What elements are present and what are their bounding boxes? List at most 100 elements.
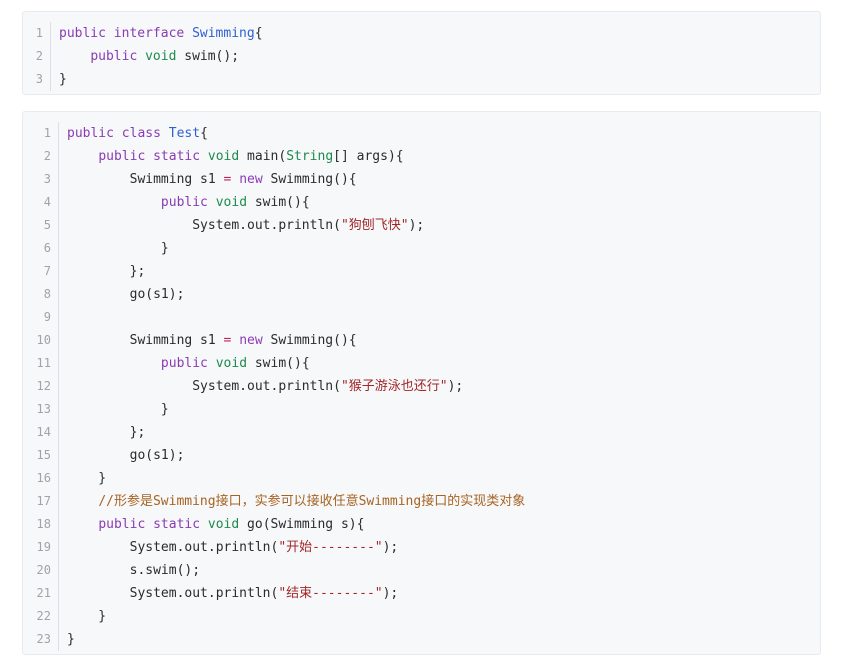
line-number: 16 [23, 467, 59, 490]
code-line: 12 System.out.println("猴子游泳也还行"); [23, 375, 820, 398]
line-number: 20 [23, 559, 59, 582]
code-line: 6 } [23, 237, 820, 260]
line-number: 10 [23, 329, 59, 352]
code-token: } [67, 632, 75, 647]
code-text: public void swim(){ [59, 352, 310, 375]
code-line: 3 Swimming s1 = new Swimming(){ [23, 168, 820, 191]
code-token: "开始--------" [278, 540, 383, 555]
code-token: static [153, 517, 201, 532]
code-text: go(s1); [59, 283, 185, 306]
code-token: Swimming(){ [262, 333, 357, 348]
code-text: } [59, 467, 106, 490]
code-token [184, 26, 192, 41]
code-token: String [286, 149, 334, 164]
code-token: } [67, 241, 169, 256]
code-token: main( [239, 149, 287, 164]
code-line: 8 go(s1); [23, 283, 820, 306]
code-token [67, 356, 161, 371]
code-token: ); [408, 218, 425, 233]
code-token: } [67, 609, 107, 624]
code-token [200, 149, 208, 164]
code-text: } [59, 628, 75, 651]
code-token [200, 517, 208, 532]
code-token: ); [382, 540, 399, 555]
code-token [145, 517, 153, 532]
code-token: }; [67, 264, 146, 279]
line-number: 7 [23, 260, 59, 283]
code-text: } [59, 605, 106, 628]
code-token: public [160, 356, 208, 371]
code-text: } [59, 398, 169, 421]
code-token: public [67, 126, 114, 141]
code-text: Swimming s1 = new Swimming(){ [59, 168, 357, 191]
line-number: 4 [23, 191, 59, 214]
code-token: new [239, 333, 263, 348]
code-token: } [59, 72, 67, 87]
line-number: 17 [23, 490, 59, 513]
code-token: public [98, 149, 146, 164]
code-text: Swimming s1 = new Swimming(){ [59, 329, 357, 352]
code-token [161, 126, 169, 141]
code-token: = [223, 333, 232, 348]
code-token [208, 356, 216, 371]
code-token: swim(); [176, 49, 240, 64]
code-token: go(Swimming s){ [239, 517, 365, 532]
code-token: swim(){ [247, 356, 310, 371]
line-number: 22 [23, 605, 59, 628]
code-token: public [90, 49, 138, 64]
code-text: } [51, 68, 67, 91]
code-token: }; [67, 425, 146, 440]
code-text: System.out.println("狗刨飞快"); [59, 214, 424, 237]
code-text: s.swim(); [59, 559, 200, 582]
code-token [67, 494, 98, 509]
code-token: void [215, 356, 248, 371]
line-number: 15 [23, 444, 59, 467]
code-token: System.out.println( [67, 218, 341, 233]
code-text: //形参是Swimming接口，实参可以接收任意Swimming接口的实现类对象 [59, 490, 525, 513]
code-token [208, 195, 216, 210]
line-number: 6 [23, 237, 59, 260]
line-number: 2 [23, 145, 59, 168]
code-text: System.out.println("结束--------"); [59, 582, 399, 605]
code-token: } [67, 471, 107, 486]
code-line: 2 public void swim(); [23, 45, 820, 68]
code-text: public static void go(Swimming s){ [59, 513, 364, 536]
code-token: static [153, 149, 201, 164]
code-text: public static void main(String[] args){ [59, 145, 403, 168]
code-token: "猴子游泳也还行" [340, 379, 448, 394]
line-number: 3 [23, 168, 59, 191]
line-number: 1 [23, 122, 59, 145]
code-token: } [67, 402, 169, 417]
code-line: 22 } [23, 605, 820, 628]
code-text: System.out.println("猴子游泳也还行"); [59, 375, 463, 398]
line-number: 8 [23, 283, 59, 306]
code-token: "狗刨飞快" [340, 218, 409, 233]
code-token: { [200, 126, 208, 141]
code-line: 15 go(s1); [23, 444, 820, 467]
code-text: System.out.println("开始--------"); [59, 536, 399, 559]
code-text: } [59, 237, 169, 260]
code-token: public [160, 195, 208, 210]
code-line: 14 }; [23, 421, 820, 444]
code-token: "结束--------" [278, 586, 383, 601]
code-line: 2 public static void main(String[] args)… [23, 145, 820, 168]
code-token: s.swim(); [67, 563, 201, 578]
code-token: Test [168, 126, 201, 141]
code-token: { [254, 26, 263, 41]
code-line: 10 Swimming s1 = new Swimming(){ [23, 329, 820, 352]
code-token: void [215, 195, 248, 210]
code-text: public void swim(){ [59, 191, 310, 214]
code-token: //形参是Swimming接口，实参可以接收任意Swimming接口的实现类对象 [98, 494, 526, 509]
code-line: 3} [23, 68, 820, 91]
line-number: 3 [23, 68, 51, 91]
code-token: new [239, 172, 263, 187]
code-text: public class Test{ [59, 122, 208, 145]
code-token: void [145, 49, 177, 64]
code-token: void [207, 149, 240, 164]
code-token [145, 149, 153, 164]
line-number: 1 [23, 22, 51, 45]
code-text [59, 306, 67, 329]
